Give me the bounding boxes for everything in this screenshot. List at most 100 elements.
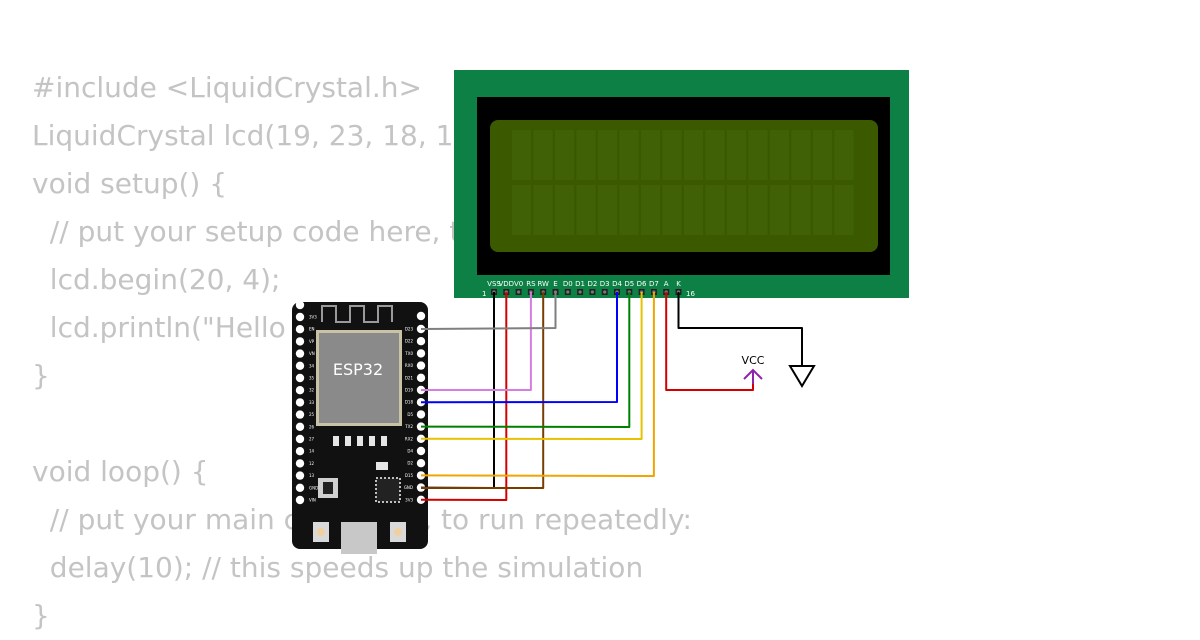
esp32-pin[interactable]	[295, 471, 305, 480]
esp32-pin[interactable]	[295, 398, 305, 407]
lcd-char-cell	[619, 185, 639, 235]
esp32-pin[interactable]	[295, 349, 305, 358]
esp32-pin-label: D15	[405, 473, 414, 478]
esp32-pin[interactable]	[295, 495, 305, 505]
esp32-pin-label: 26	[309, 424, 315, 429]
lcd-pin-label-rs: RS	[526, 280, 536, 288]
esp32-pin-label: EN	[309, 327, 315, 332]
lcd-char-cell	[684, 185, 703, 235]
lcd-pin-label-v0: V0	[514, 280, 523, 288]
esp32-pin[interactable]	[295, 459, 305, 468]
code-line: void setup() {	[32, 167, 228, 200]
ground-triangle	[788, 365, 816, 388]
esp32-pin[interactable]	[295, 386, 305, 395]
lcd-char-cell	[555, 185, 574, 235]
smd-capacitor	[369, 436, 375, 446]
lcd-pin-number-last: 16	[686, 290, 695, 298]
esp32-pin-label: D18	[405, 400, 414, 405]
lcd-char-cell	[770, 185, 789, 235]
lcd-char-cell	[512, 185, 531, 235]
esp32-pin[interactable]	[295, 373, 305, 383]
esp32-board[interactable]: ESP32 3V3ENVPVN34353233252627141213GNDVI…	[292, 300, 428, 554]
vcc-arrow	[743, 368, 763, 384]
lcd-char-cell	[727, 185, 746, 235]
vcc-label: VCC	[742, 354, 765, 367]
wire-vdd-3v3	[420, 292, 508, 501]
esp32-pin[interactable]	[416, 471, 426, 480]
lcd-char-cell	[684, 130, 703, 180]
esp32-pin-label: 25	[309, 412, 315, 417]
lcd-pin-label-vdd: VDD	[499, 280, 515, 288]
lcd-pin-hole	[590, 290, 595, 294]
esp32-pin-label: RX0	[405, 363, 414, 368]
esp32-pin[interactable]	[416, 361, 426, 370]
esp32-pin[interactable]	[295, 410, 305, 419]
lcd-pin-label-rw: RW	[537, 280, 549, 288]
lcd-char-cell	[727, 130, 746, 180]
usb-uart-chip	[375, 477, 401, 503]
lcd-char-cell	[705, 130, 725, 180]
en-button-cap	[317, 528, 325, 536]
lcd-char-cell	[791, 130, 811, 180]
esp32-pin[interactable]	[416, 422, 426, 431]
esp32-pin-label: 27	[309, 437, 315, 442]
esp32-pin[interactable]	[295, 312, 305, 322]
esp32-pin[interactable]	[416, 373, 426, 382]
vcc-symbol: VCC	[742, 354, 765, 384]
esp32-pin[interactable]	[295, 361, 305, 370]
wire-d6	[420, 292, 643, 440]
esp32-pin[interactable]	[295, 325, 305, 334]
wire-rw	[421, 292, 545, 489]
lcd-pin-hole	[578, 290, 582, 294]
code-line: }	[32, 359, 50, 392]
smd-resistor	[376, 462, 388, 470]
lcd-pin-label-vss: VSS	[487, 280, 501, 288]
esp32-pin-label: D4	[407, 449, 413, 454]
esp32-pin[interactable]	[416, 349, 426, 358]
esp32-pin-label: 3V3	[309, 315, 317, 320]
esp32-mount-hole	[416, 311, 426, 321]
esp32-pin[interactable]	[295, 483, 305, 492]
lcd-pin-label-d0: D0	[563, 280, 573, 288]
esp32-pin-label: GND	[404, 485, 413, 490]
lcd-char-cell	[598, 130, 617, 180]
lcd-pin-label-d7: D7	[649, 280, 659, 288]
lcd-char-cell	[834, 185, 854, 235]
lcd-char-cell	[641, 130, 660, 180]
esp32-pin[interactable]	[295, 422, 305, 431]
lcd-pin-hole	[603, 290, 607, 294]
smd-components	[318, 436, 401, 503]
lcd-pin-number-first: 1	[482, 290, 486, 298]
esp32-pin[interactable]	[295, 337, 305, 346]
lcd-char-cell	[576, 185, 596, 235]
esp32-pin-label: TX2	[404, 424, 413, 429]
esp32-pin-label: 35	[309, 376, 315, 381]
lcd-char-cell	[813, 185, 832, 235]
lcd-char-cell	[533, 185, 553, 235]
esp32-pin[interactable]	[416, 446, 426, 456]
esp32-pin-label: D23	[405, 327, 414, 332]
esp32-pin-label: TX0	[404, 351, 413, 356]
lcd-char-cell	[619, 130, 639, 180]
esp32-pin[interactable]	[416, 337, 426, 346]
esp32-pin[interactable]	[295, 447, 305, 456]
esp32-mount-hole	[295, 300, 305, 310]
esp32-pin-label: VIN	[309, 498, 316, 503]
wire-a-vcc	[665, 292, 754, 391]
esp32-pin-label: 12	[309, 461, 315, 466]
esp32-pin[interactable]	[416, 459, 426, 468]
lcd-character-grid	[512, 130, 854, 235]
code-line: }	[32, 599, 50, 632]
boot-button-cap	[394, 528, 402, 536]
usb-port	[341, 522, 377, 554]
lcd-char-cell	[748, 185, 768, 235]
lcd-char-cell	[813, 130, 832, 180]
esp32-pin[interactable]	[295, 434, 305, 444]
esp32-pin-label: 32	[309, 388, 315, 393]
voltage-regulator-body	[323, 482, 333, 494]
smd-capacitor	[381, 436, 387, 446]
lcd-char-cell	[705, 185, 725, 235]
esp32-pin[interactable]	[416, 410, 426, 419]
lcd-pin-label-d4: D4	[612, 280, 622, 288]
